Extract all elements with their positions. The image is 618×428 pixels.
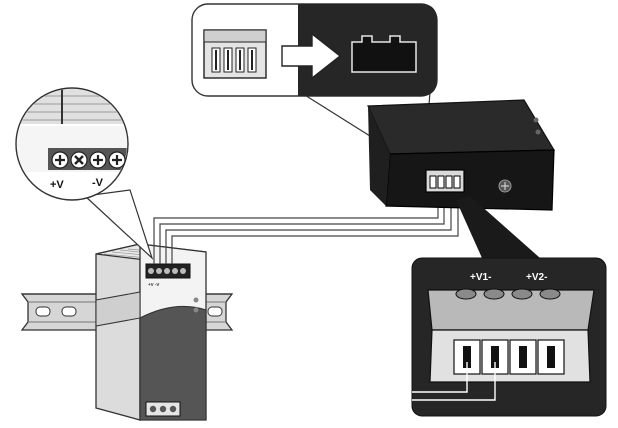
device-box [367, 99, 556, 211]
insert-arrow-icon [281, 32, 342, 80]
power-supply-unit [95, 243, 207, 421]
psu-terminal-callout: +V -V [15, 87, 154, 260]
psu-screw-terminals [51, 151, 126, 169]
psu-terminal-text: +V -V [148, 282, 159, 287]
v2-terminal-label: +V2- [526, 272, 547, 283]
terminal-detail-callout: +V1- +V2- [411, 196, 607, 417]
terminal-plug [203, 29, 267, 79]
v1-terminal-label: +V1- [470, 272, 491, 283]
psu-negative-label: -V [92, 177, 104, 189]
terminal-screws [455, 288, 561, 300]
device-socket [351, 35, 417, 73]
psu-positive-label: +V [50, 179, 64, 191]
